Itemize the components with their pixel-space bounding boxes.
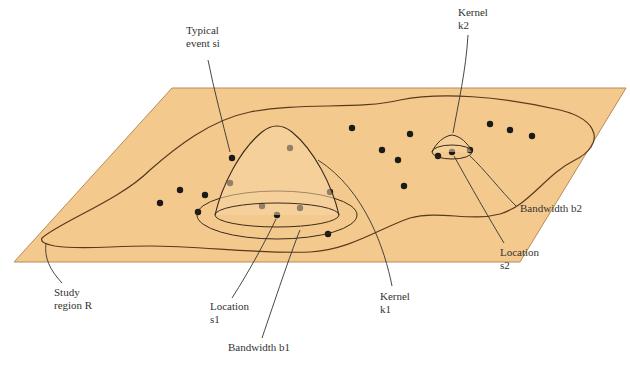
label-text: Bandwidth b2 [520, 202, 600, 215]
label-text: Location s1 [210, 300, 260, 325]
label-text: Location s2 [500, 246, 550, 271]
label-text: Bandwidth b1 [228, 341, 308, 354]
label-text: Kernel k1 [380, 290, 420, 315]
kernel-2 [432, 135, 472, 159]
label-text: Typical event si [186, 24, 230, 49]
label-text: Study region R [54, 286, 100, 311]
leader-lines [46, 35, 516, 338]
label-text: Kernel k2 [458, 6, 498, 31]
study-region [42, 96, 595, 252]
plane [14, 88, 626, 262]
kernel-1 [197, 126, 357, 239]
event-dots [157, 121, 535, 237]
